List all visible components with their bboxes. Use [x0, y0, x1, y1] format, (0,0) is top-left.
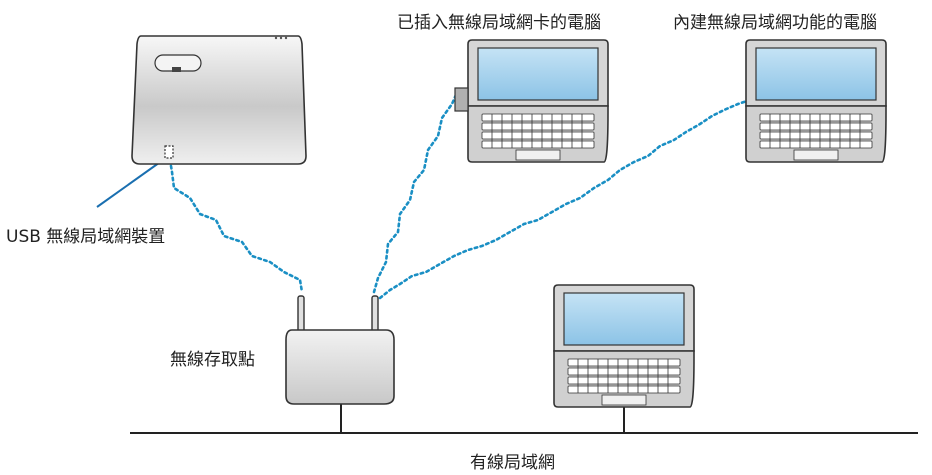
- label-access-point: 無線存取點: [170, 350, 255, 370]
- laptop-builtin-wlan-icon: [745, 39, 887, 163]
- wireless-card-icon: [454, 87, 469, 112]
- label-usb-device: USB 無線局域網裝置: [6, 227, 166, 247]
- laptop-wired-icon: [553, 284, 695, 408]
- label-pc-with-card: 已插入無線局域網卡的電腦: [397, 13, 601, 33]
- wireless-link-projector: [168, 158, 304, 294]
- router-icon: [285, 295, 395, 405]
- usb-pointer-line: [96, 159, 164, 208]
- label-pc-builtin: 內建無線局域網功能的電腦: [673, 13, 877, 33]
- wireless-link-card-pc: [372, 88, 460, 294]
- wireless-link-builtin-pc: [378, 98, 752, 300]
- usb-wireless-device-icon: [164, 145, 174, 159]
- projector-icon: [131, 35, 307, 165]
- label-wired-lan: 有線局域網: [470, 453, 555, 473]
- laptop-with-card-icon: [454, 39, 609, 163]
